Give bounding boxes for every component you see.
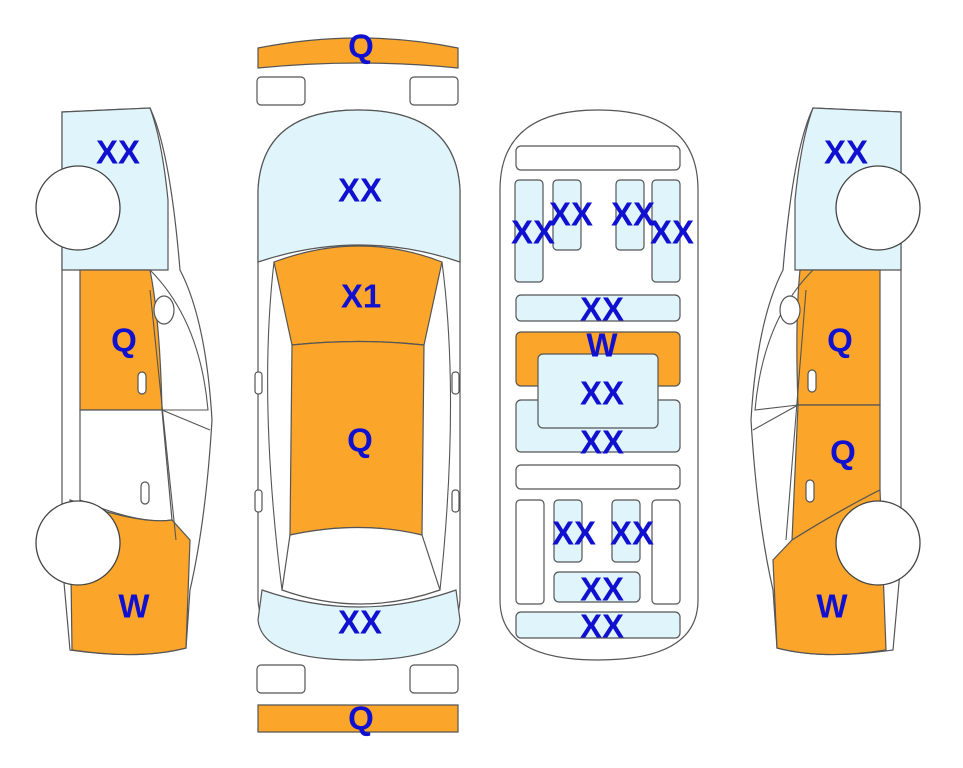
interior-front-inner-right-label: XX [610,195,656,233]
interior-rear-seat-label: XX [579,570,625,608]
interior-rear-outer-right [651,499,681,605]
interior-front-inner-right-panel[interactable] [615,179,645,251]
windshield-panel[interactable] [257,109,461,263]
interior-front-outer-right-panel[interactable] [651,179,681,283]
left-front-handle[interactable] [137,371,147,395]
front-bumper-label: Q [348,27,374,65]
top-left-side-line [267,261,283,591]
front-right-lamp[interactable] [409,76,459,106]
hood-upper-label: X1 [340,277,382,315]
interior-front-rail [515,145,681,171]
windshield-label: XX [337,171,383,209]
left-door-line [161,409,211,431]
right-rear-handle[interactable] [805,479,815,503]
left-pillar-line [149,289,177,541]
rear-window-white [281,526,441,605]
right-roof-label: XX [823,133,869,171]
left-front-wheel[interactable] [35,165,121,251]
rear-right-lamp[interactable] [409,664,459,694]
right-mirror[interactable] [779,295,801,325]
left-mirror[interactable] [153,295,175,325]
right-side-view [750,107,921,656]
left-rear-handle[interactable] [140,481,150,505]
top-right-side-line [439,261,452,591]
left-side-view [35,107,213,656]
top-view [254,37,461,733]
top-right-mirror[interactable] [451,371,460,395]
hood-main-label: Q [347,421,373,459]
rear-window-label: XX [337,603,383,641]
interior-dash-label: XX [579,290,625,328]
interior-front-outer-left-label: XX [510,213,556,251]
front-left-lamp[interactable] [256,76,306,106]
front-bumper-panel[interactable] [257,37,459,69]
interior-view [499,109,699,661]
interior-rear-left-label: XX [551,514,597,552]
interior-rear-left-panel[interactable] [553,499,583,563]
interior-front-inner-left-panel[interactable] [552,179,582,251]
interior-rear-right-panel[interactable] [611,499,641,563]
left-window-line [149,269,209,411]
right-front-wheel[interactable] [835,165,921,251]
top-left-handle[interactable] [254,489,263,513]
interior-trunk-label: XX [579,607,625,645]
interior-console-strip-label: W [586,326,618,364]
rear-left-lamp[interactable] [256,664,306,694]
interior-rear-seat-panel[interactable] [553,571,641,603]
right-rear-wheel[interactable] [835,500,921,586]
right-door-line [752,404,799,431]
right-window-line [754,269,814,411]
interior-rear-outer-left [515,499,545,605]
right-front-door-label: Q [827,321,853,359]
interior-center-panel-label: XX [579,374,625,412]
interior-trunk-panel[interactable] [515,611,681,639]
left-front-door-label: Q [111,321,137,359]
interior-center-panel[interactable] [537,353,659,429]
interior-front-inner-left-label: XX [548,195,594,233]
right-front-handle[interactable] [807,369,817,393]
left-rear-wheel[interactable] [35,500,121,586]
interior-front-outer-left-panel[interactable] [514,179,544,283]
rear-window-panel[interactable] [257,589,461,661]
right-pillar-line [785,289,807,541]
left-rear-quarter-label: W [118,587,150,625]
interior-rear-right-label: XX [609,514,655,552]
right-rear-door-label: Q [830,433,856,471]
interior-center-lower-label: XX [579,423,625,461]
top-right-handle[interactable] [451,489,460,513]
top-left-mirror[interactable] [254,371,263,395]
rear-bumper-panel[interactable] [257,704,459,733]
left-roof-label: XX [95,133,141,171]
rear-bumper-label: Q [348,699,374,737]
right-rear-quarter-label: W [816,587,848,625]
interior-front-outer-right-label: XX [649,213,695,251]
interior-rear-rail [515,464,681,490]
interior-dash-panel[interactable] [515,294,681,322]
